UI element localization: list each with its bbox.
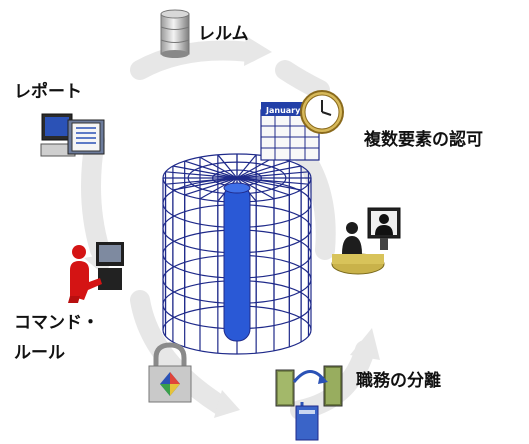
person-monitor-icon xyxy=(331,207,401,275)
command-rule-label-line1: コマンド・ xyxy=(14,313,99,333)
vault-cylinder xyxy=(162,153,312,355)
padlock-icon xyxy=(148,342,192,403)
separation-of-duty-label: 職務の分離 xyxy=(356,371,441,391)
database-icon xyxy=(160,9,190,58)
command-rule-person-icon xyxy=(68,242,124,303)
calendar-clock-icon: January xyxy=(260,90,344,161)
command-rule-label-line2: ルール xyxy=(14,343,65,363)
separation-of-duty-icon xyxy=(275,365,343,441)
realm-label: レルム xyxy=(198,24,249,44)
report-computer-icon xyxy=(40,113,105,157)
calendar-month-label: January xyxy=(265,106,301,115)
multi-factor-label: 複数要素の認可 xyxy=(364,130,483,150)
report-label: レポート xyxy=(14,82,82,102)
